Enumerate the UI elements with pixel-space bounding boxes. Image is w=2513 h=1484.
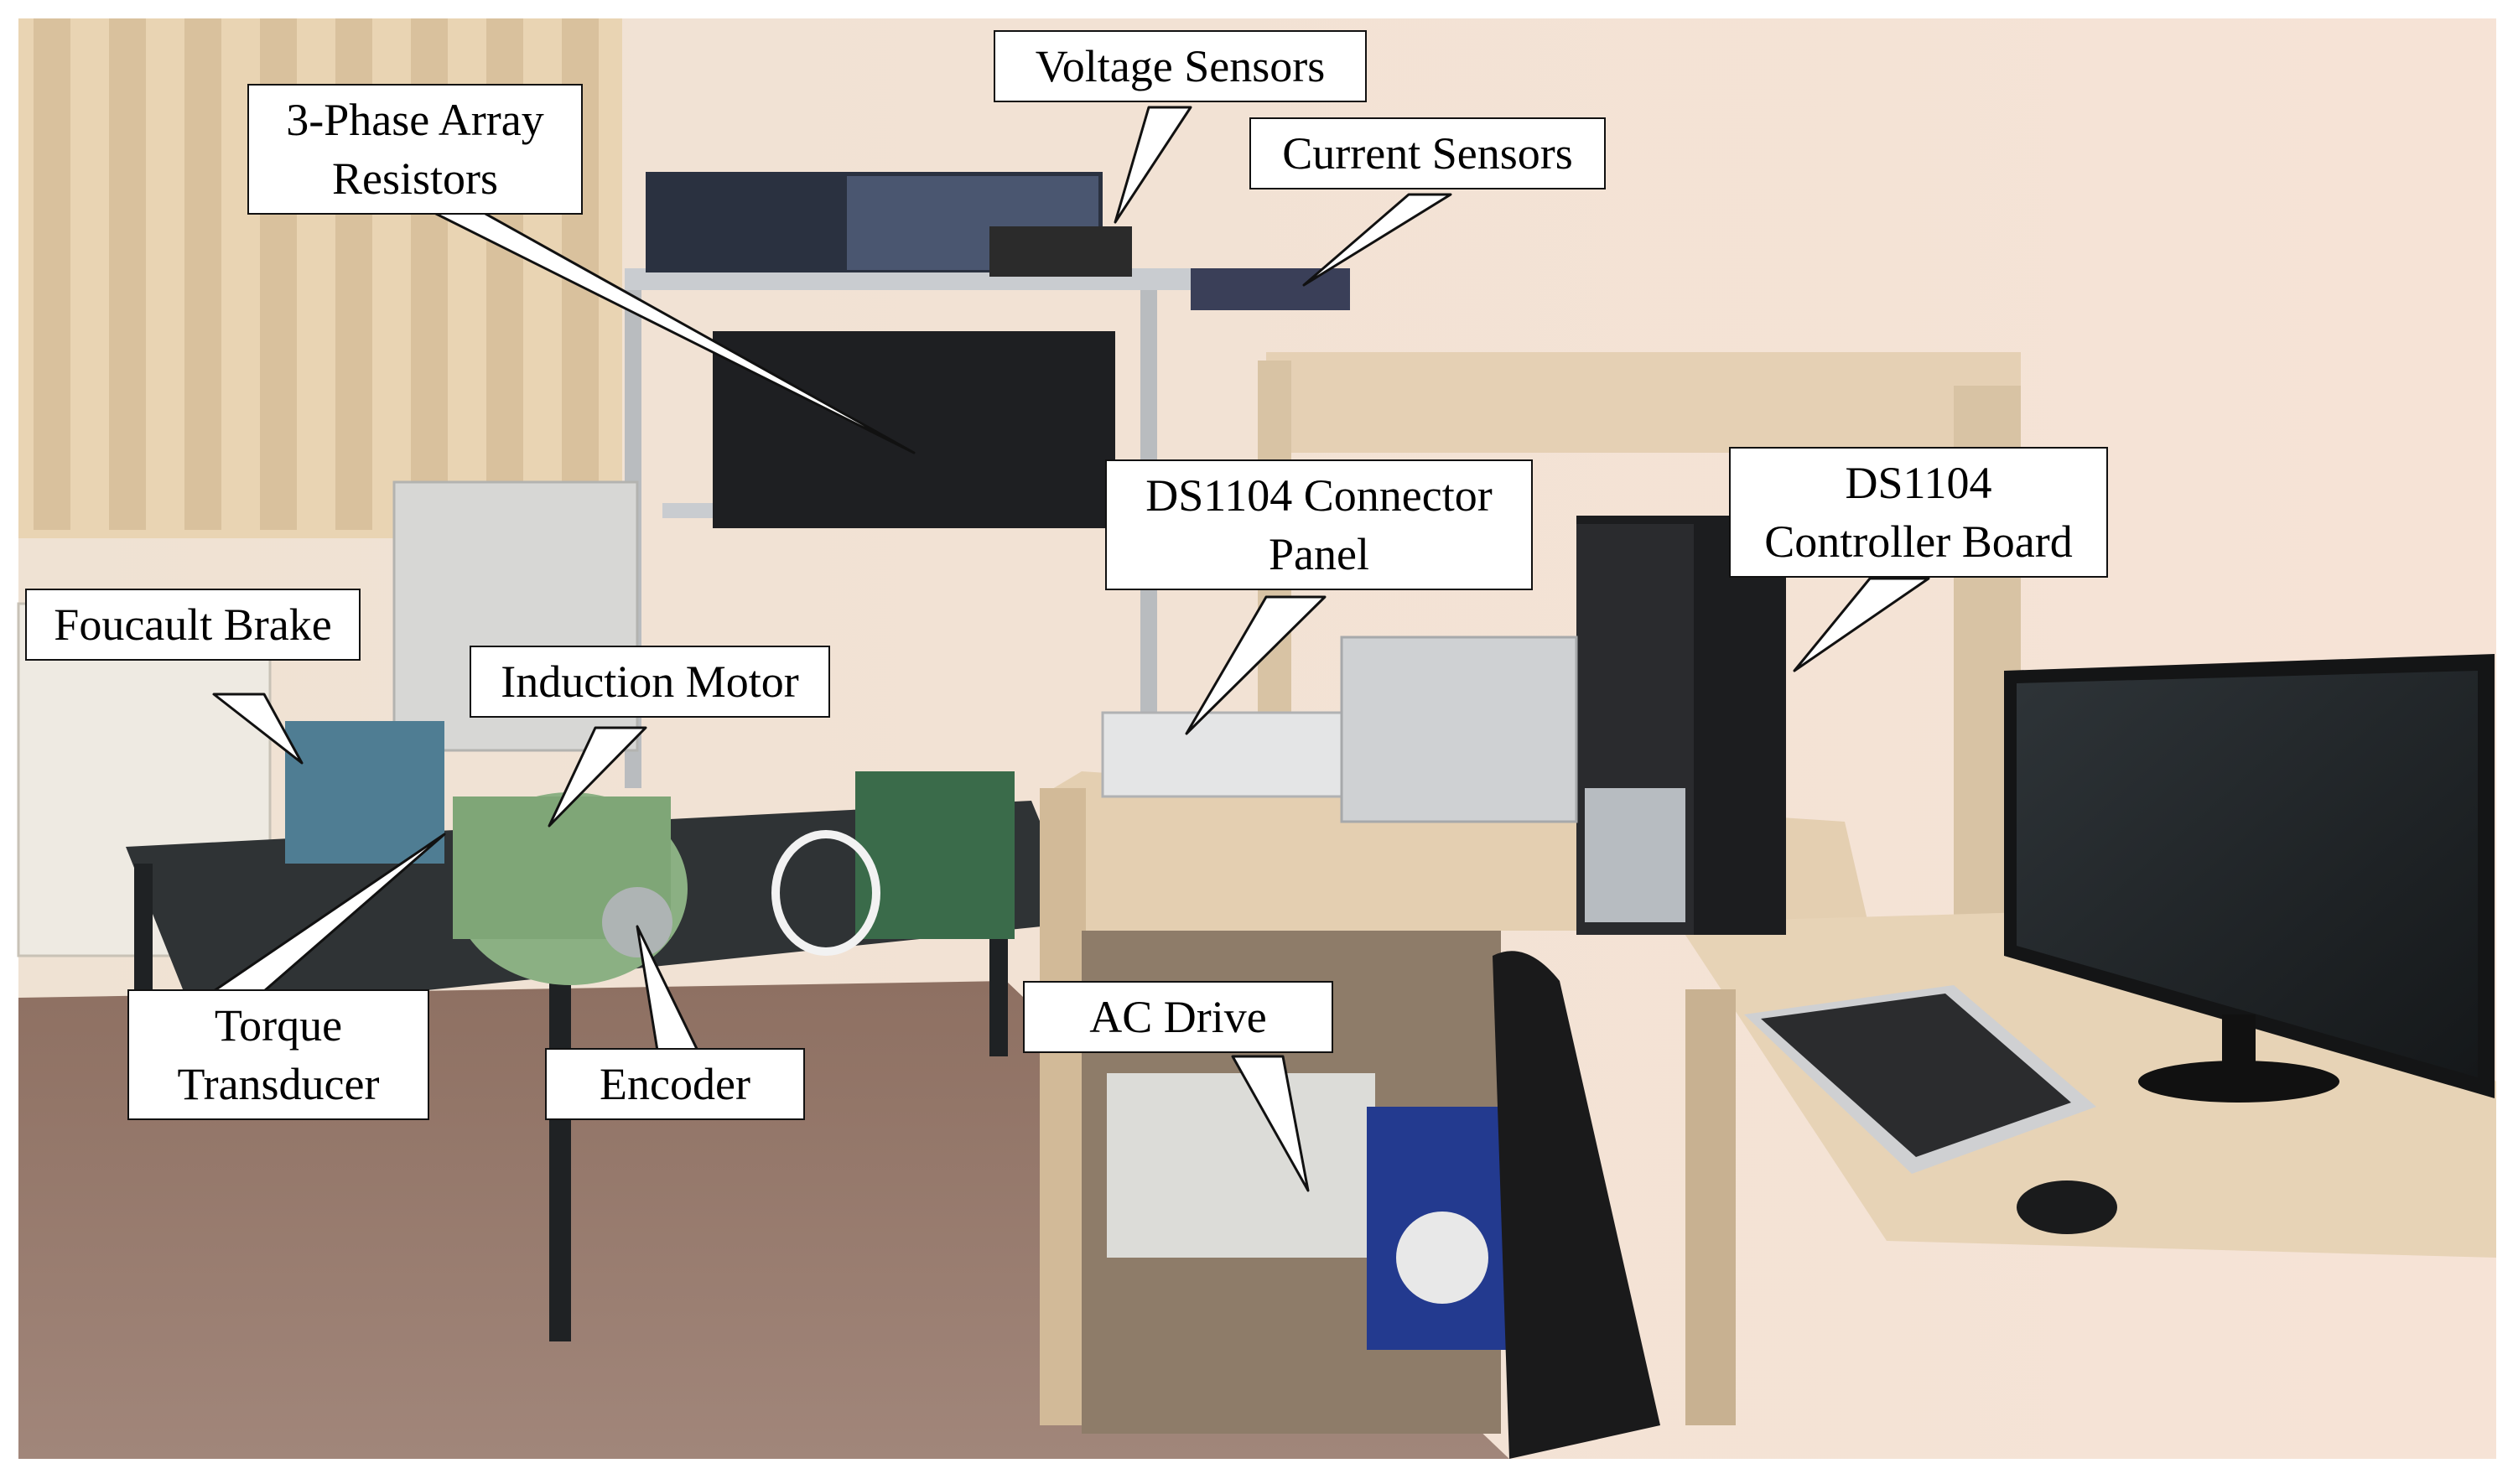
connector-panel-label: DS1104 Connector Panel — [1105, 459, 1533, 590]
controller-board-line2: Controller Board — [1764, 516, 2073, 567]
torque-transducer-line1: Torque — [214, 1000, 343, 1051]
voltage-sensors-label: Voltage Sensors — [994, 30, 1367, 102]
torque-transducer-label: Torque Transducer — [127, 989, 429, 1120]
array-resistors-label: 3-Phase Array Resistors — [247, 84, 583, 215]
pointer-connector-panel — [1185, 595, 1327, 735]
equipment-rack — [625, 172, 1350, 788]
callout-pointers — [212, 106, 1930, 1192]
connector-panel-line2: Panel — [1269, 529, 1369, 579]
array-resistors-line1: 3-Phase Array — [286, 95, 544, 145]
ac-drive-label: AC Drive — [1023, 981, 1333, 1053]
connector-panel-box — [1101, 711, 1347, 798]
pointer-foucault-brake — [212, 693, 304, 765]
test-bench — [126, 721, 1082, 1341]
pointer-voltage-sensors — [1114, 106, 1192, 224]
monitor — [2004, 654, 2495, 1103]
chair — [1493, 951, 1660, 1459]
encoder-label: Encoder — [545, 1048, 805, 1120]
foucault-brake-label: Foucault Brake — [25, 589, 361, 661]
current-sensors-label: Current Sensors — [1249, 117, 1606, 189]
encoder-text: Encoder — [600, 1059, 750, 1109]
pointer-current-sensors — [1302, 193, 1452, 287]
pointer-controller-board — [1793, 577, 1930, 672]
induction-motor-text: Induction Motor — [501, 656, 799, 707]
pointer-induction-motor — [548, 726, 647, 828]
mouse — [2017, 1180, 2117, 1234]
controller-board-line1: DS1104 — [1845, 458, 1992, 508]
aluminium-case — [1340, 636, 1578, 823]
controller-board-label: DS1104 Controller Board — [1729, 447, 2108, 578]
foucault-brake-text: Foucault Brake — [54, 599, 332, 650]
induction-motor-label: Induction Motor — [470, 646, 830, 718]
pointer-ac-drive — [1231, 1055, 1310, 1192]
pc-tower — [1576, 516, 1786, 935]
voltage-sensors-text: Voltage Sensors — [1035, 41, 1326, 91]
current-sensors-text: Current Sensors — [1282, 128, 1573, 179]
torque-transducer-line2: Transducer — [177, 1059, 380, 1109]
ac-drive-text: AC Drive — [1089, 992, 1267, 1042]
array-resistors-line2: Resistors — [331, 153, 499, 204]
connector-panel-line1: DS1104 Connector — [1145, 470, 1493, 521]
ac-drive-unit — [1107, 1073, 1375, 1258]
